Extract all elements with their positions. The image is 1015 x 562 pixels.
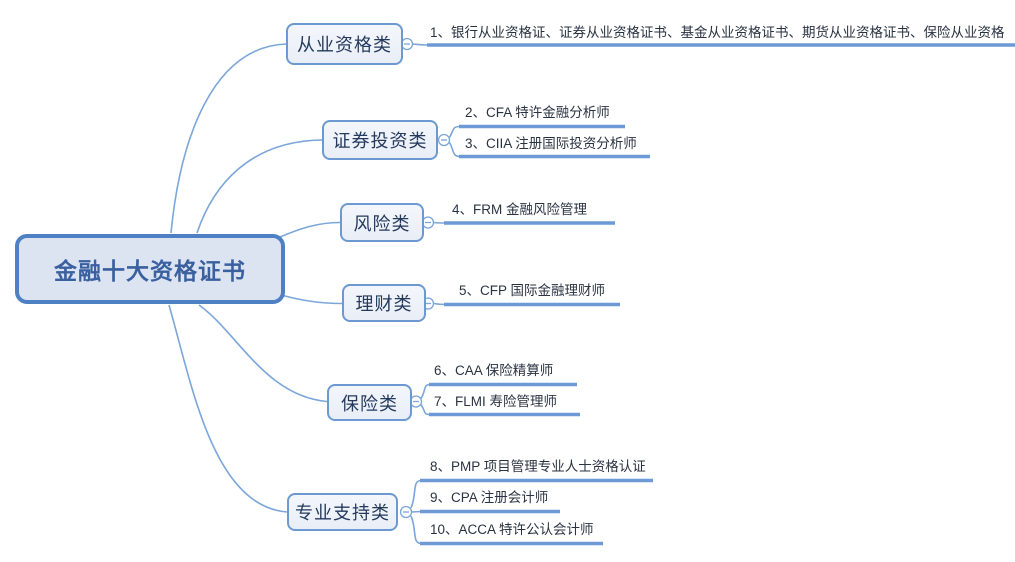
collapse-icon[interactable] [400,37,414,51]
collapse-icon[interactable] [399,505,413,519]
branch-topic-support[interactable]: 专业支持类 [287,493,398,531]
root-topic[interactable]: 金融十大资格证书 [15,234,285,304]
branch-topic-label: 保险类 [341,393,398,414]
branch-topic-qualification[interactable]: 从业资格类 [286,23,403,65]
subtopic-10[interactable]: 10、ACCA 特许公认会计师 [430,522,594,537]
collapse-icon[interactable] [421,216,435,229]
branch-topic-securities[interactable]: 证券投资类 [322,120,438,160]
branch-topic-label: 证券投资类 [332,131,428,151]
collapse-icon[interactable] [437,133,451,147]
branch-topic-wealth[interactable]: 理财类 [342,284,426,322]
branch-topic-label: 专业支持类 [295,503,390,523]
branch-topic-risk[interactable]: 风险类 [340,203,424,242]
root-topic-label: 金融十大资格证书 [54,258,246,284]
branch-topic-label: 理财类 [355,294,413,314]
collapse-icon[interactable] [409,395,423,408]
subtopic-6[interactable]: 6、CAA 保险精算师 [434,363,554,378]
subtopic-5[interactable]: 5、CFP 国际金融理财师 [459,283,606,298]
subtopic-2[interactable]: 2、CFA 特许金融分析师 [465,105,610,120]
subtopic-1[interactable]: 1、银行从业资格证、证券从业资格证书、基金从业资格证书、期货从业资格证书、保险从… [430,25,1005,40]
subtopic-8[interactable]: 8、PMP 项目管理专业人士资格认证 [430,459,646,474]
branch-topic-label: 从业资格类 [297,35,392,55]
branch-topic-insurance[interactable]: 保险类 [327,384,412,421]
subtopic-4[interactable]: 4、FRM 金融风险管理 [452,202,587,217]
subtopic-3[interactable]: 3、CIIA 注册国际投资分析师 [465,136,637,151]
subtopic-9[interactable]: 9、CPA 注册会计师 [430,490,549,505]
subtopic-7[interactable]: 7、FLMI 寿险管理师 [434,394,558,409]
branch-topic-label: 风险类 [353,213,411,234]
